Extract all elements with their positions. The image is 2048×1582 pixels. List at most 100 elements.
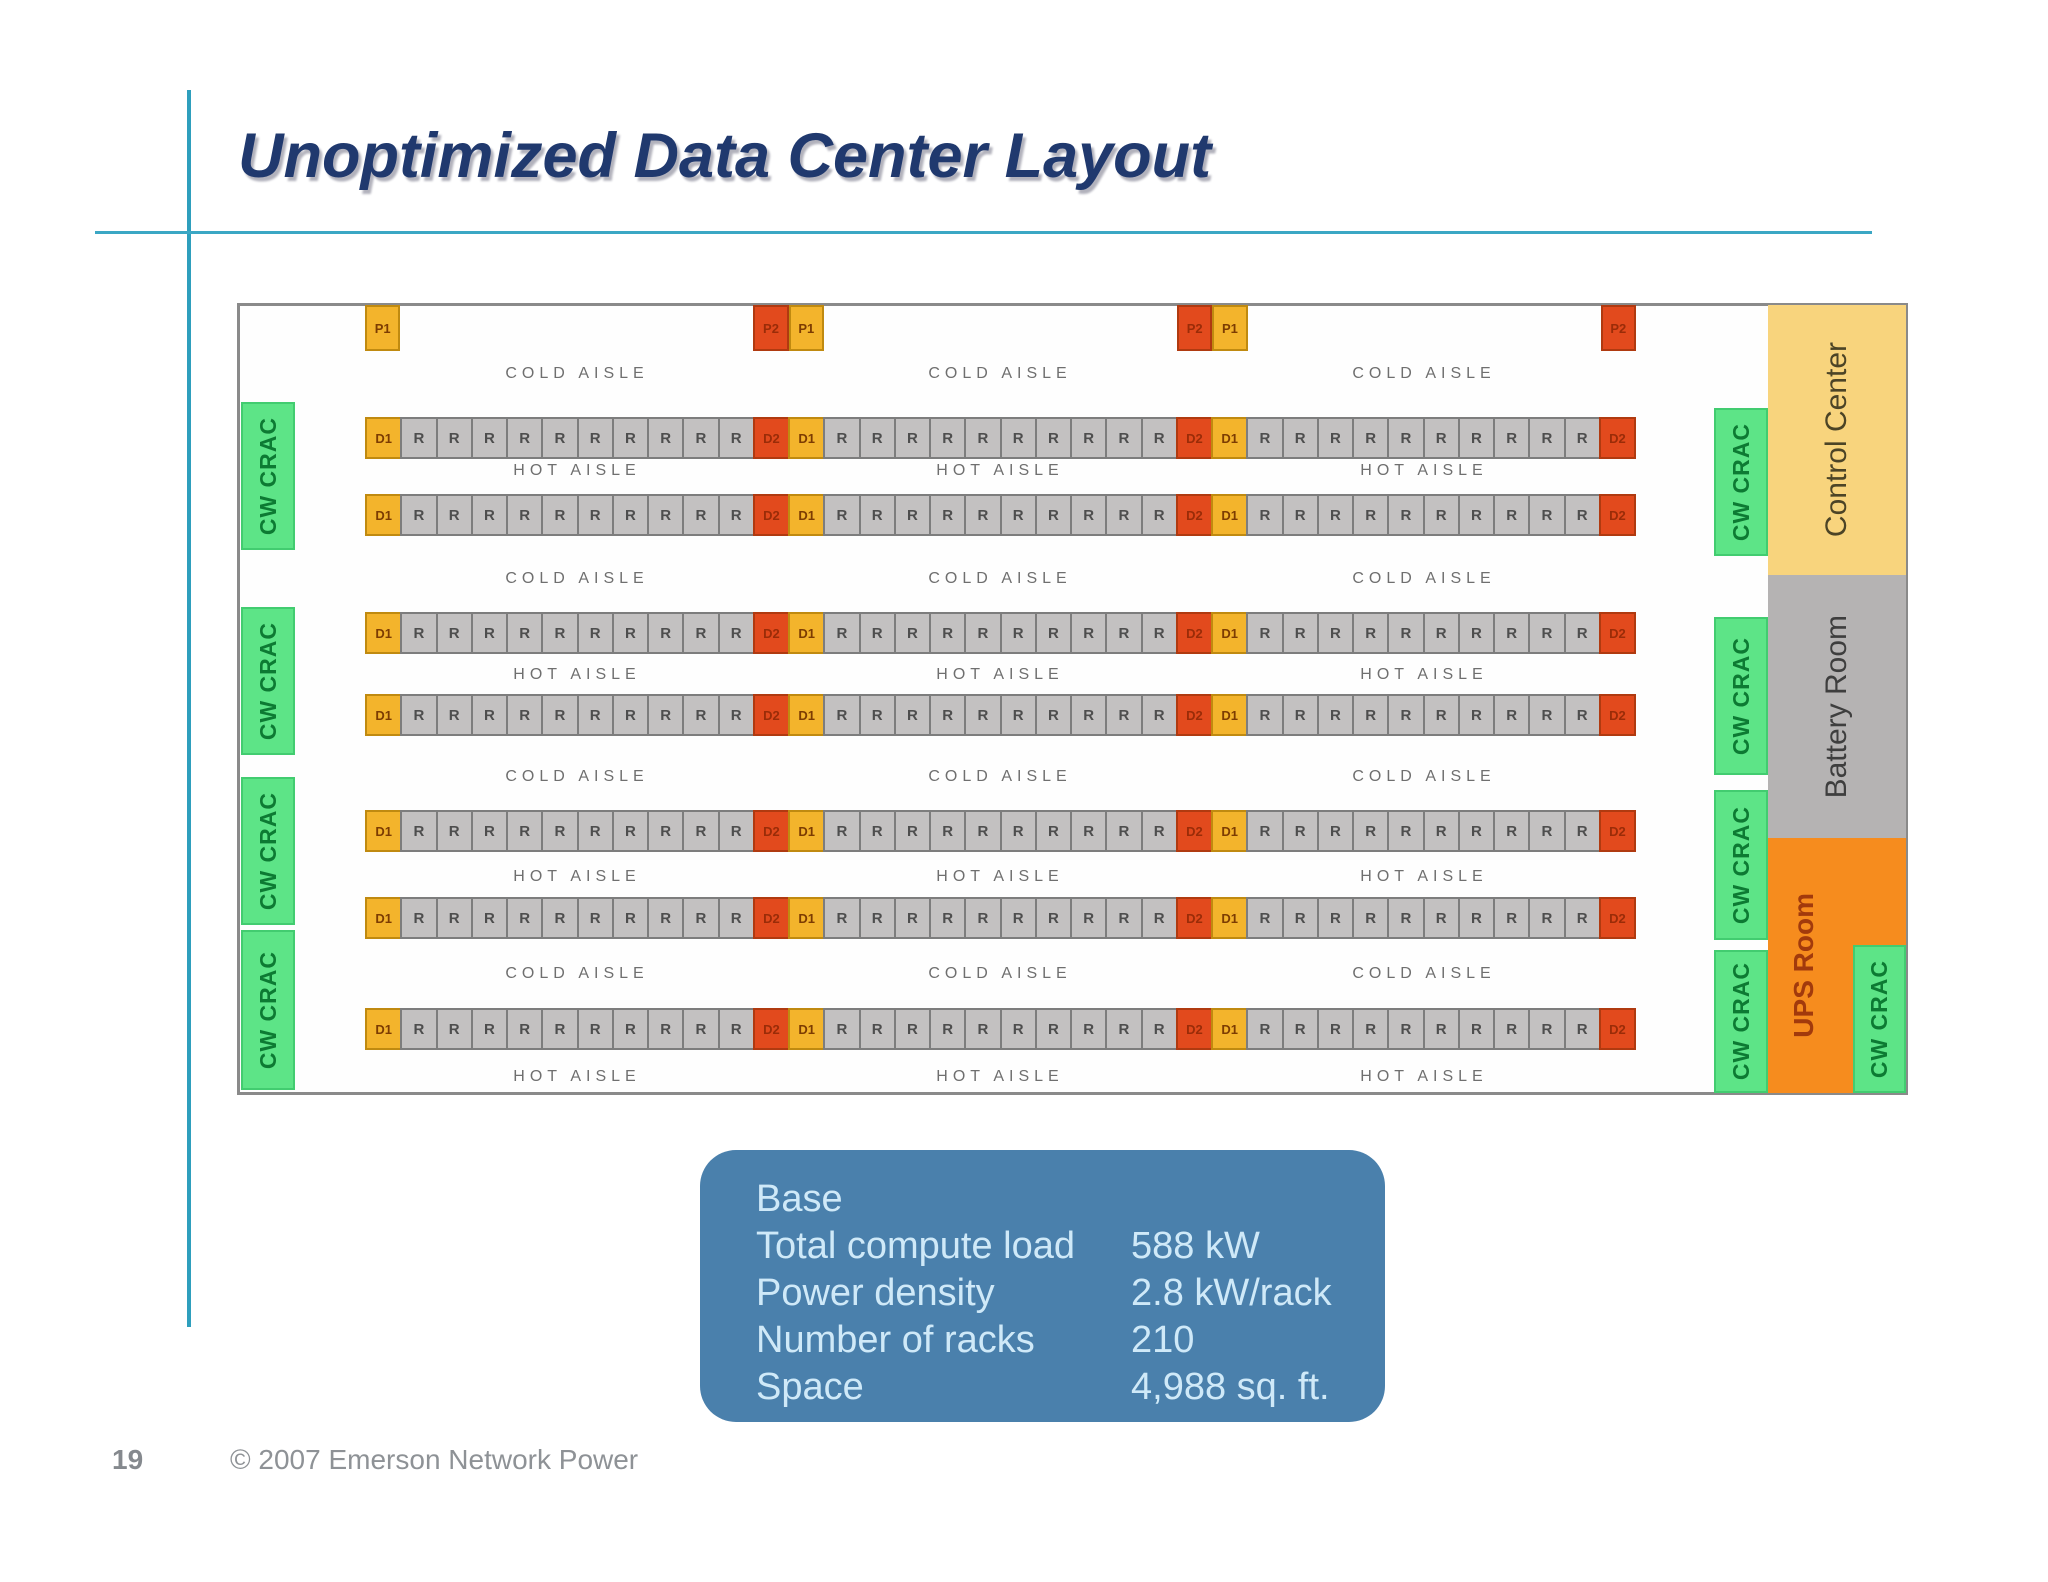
pdu-cell-d2: D2	[752, 897, 790, 939]
pdu-cell-d1: D1	[365, 494, 403, 536]
rack-cell: R	[647, 810, 685, 852]
pdu-cell-d2: D2	[1175, 694, 1213, 736]
page-number: 19	[112, 1444, 144, 1475]
rack-cell: R	[506, 494, 544, 536]
rack-cell: R	[858, 612, 896, 654]
stat-value: 588 kW	[1131, 1225, 1260, 1267]
room-battery: Battery Room	[1768, 575, 1906, 838]
rack-cell: R	[576, 694, 614, 736]
rack-cell: R	[470, 494, 508, 536]
rack-cell: R	[1387, 810, 1425, 852]
rack-cell: R	[1281, 810, 1319, 852]
pdu-cell-d1: D1	[788, 494, 826, 536]
cold-aisle-label: COLD AISLE	[1352, 965, 1496, 982]
rack-cell: R	[1105, 1008, 1143, 1050]
hot-aisle-label: HOT AISLE	[936, 666, 1064, 683]
rack-cell: R	[823, 494, 861, 536]
rack-cell: R	[682, 897, 720, 939]
cw-crac-unit: CW CRAC	[1714, 617, 1768, 775]
rack-cell: R	[470, 1008, 508, 1050]
rack-cell: R	[506, 1008, 544, 1050]
rack-cell: R	[435, 612, 473, 654]
cw-crac-label: CW CRAC	[254, 791, 281, 911]
rack-cell: R	[823, 417, 861, 459]
rack-cell: R	[576, 417, 614, 459]
cw-crac-unit: CW CRAC	[1714, 408, 1768, 556]
rack-cell: R	[470, 612, 508, 654]
rack-cell: R	[611, 694, 649, 736]
rack-cell: R	[470, 417, 508, 459]
rack-cell: R	[999, 417, 1037, 459]
stats-title: Base	[756, 1178, 843, 1220]
hot-aisle-label: HOT AISLE	[1360, 868, 1488, 885]
rack-cell: R	[1316, 494, 1354, 536]
rack-cell: R	[647, 897, 685, 939]
rack-cell: R	[1034, 494, 1072, 536]
stats-row-power-density: Power density 2.8 kW/rack	[756, 1270, 1365, 1317]
rack-cell: R	[1528, 1008, 1566, 1050]
rack-cell: R	[717, 1008, 755, 1050]
pdu-cell-d1: D1	[1211, 494, 1249, 536]
pdu-cell-d1: D1	[1211, 1008, 1249, 1050]
rack-cell: R	[647, 612, 685, 654]
rack-cell: R	[1140, 897, 1178, 939]
rack-cell: R	[506, 612, 544, 654]
rack-cell: R	[611, 897, 649, 939]
rack-cell: R	[1281, 612, 1319, 654]
rack-cell: R	[400, 417, 438, 459]
rack-cell: R	[1352, 612, 1390, 654]
pdu-cell-d2: D2	[1598, 494, 1636, 536]
rack-cell: R	[506, 897, 544, 939]
pdu-cell-d2: D2	[1598, 417, 1636, 459]
stat-label: Number of racks	[756, 1319, 1035, 1361]
rack-cell: R	[717, 417, 755, 459]
hot-aisle-label: HOT AISLE	[1360, 462, 1488, 479]
rack-cell: R	[1140, 612, 1178, 654]
rack-cell: R	[1528, 417, 1566, 459]
rack-cell: R	[1493, 1008, 1531, 1050]
rack-cell: R	[1140, 694, 1178, 736]
room-control-center: Control Center	[1768, 305, 1906, 575]
rack-cell: R	[929, 897, 967, 939]
rack-cell: R	[929, 810, 967, 852]
rack-cell: R	[823, 694, 861, 736]
rack-cell: R	[1316, 612, 1354, 654]
rack-cell: R	[858, 1008, 896, 1050]
rack-cell: R	[964, 612, 1002, 654]
copyright-text: © 2007 Emerson Network Power	[230, 1444, 639, 1475]
rack-cell: R	[1034, 417, 1072, 459]
rack-cell: R	[964, 694, 1002, 736]
rack-cell: R	[1281, 494, 1319, 536]
rack-cell: R	[576, 810, 614, 852]
rack-cell: R	[717, 810, 755, 852]
rack-cell: R	[682, 612, 720, 654]
rack-cell: R	[400, 694, 438, 736]
rack-cell: R	[999, 1008, 1037, 1050]
rack-cell: R	[541, 612, 579, 654]
pdu-cell-d2: D2	[1598, 1008, 1636, 1050]
stat-label: Space	[756, 1366, 864, 1408]
rack-cell: R	[576, 897, 614, 939]
rack-cell: R	[964, 897, 1002, 939]
base-stats-content: Base Total compute load 588 kW Power den…	[756, 1176, 1365, 1411]
pdu-cell-d1: D1	[1211, 612, 1249, 654]
rack-cell: R	[611, 810, 649, 852]
rack-cell: R	[893, 494, 931, 536]
pdu-top-p1: P1	[788, 305, 824, 351]
rack-cell: R	[647, 694, 685, 736]
rack-cell: R	[1070, 810, 1108, 852]
rack-cell: R	[823, 897, 861, 939]
rack-cell: R	[1457, 417, 1495, 459]
rack-cell: R	[1140, 810, 1178, 852]
rack-cell: R	[1387, 494, 1425, 536]
rack-cell: R	[1034, 897, 1072, 939]
rack-cell: R	[435, 694, 473, 736]
rack-cell: R	[1246, 417, 1284, 459]
rack-cell: R	[999, 612, 1037, 654]
pdu-cell-d1: D1	[365, 810, 403, 852]
rack-cell: R	[1070, 1008, 1108, 1050]
pdu-cell-d2: D2	[752, 494, 790, 536]
rack-cell: R	[893, 694, 931, 736]
stats-row-compute-load: Total compute load 588 kW	[756, 1223, 1365, 1270]
